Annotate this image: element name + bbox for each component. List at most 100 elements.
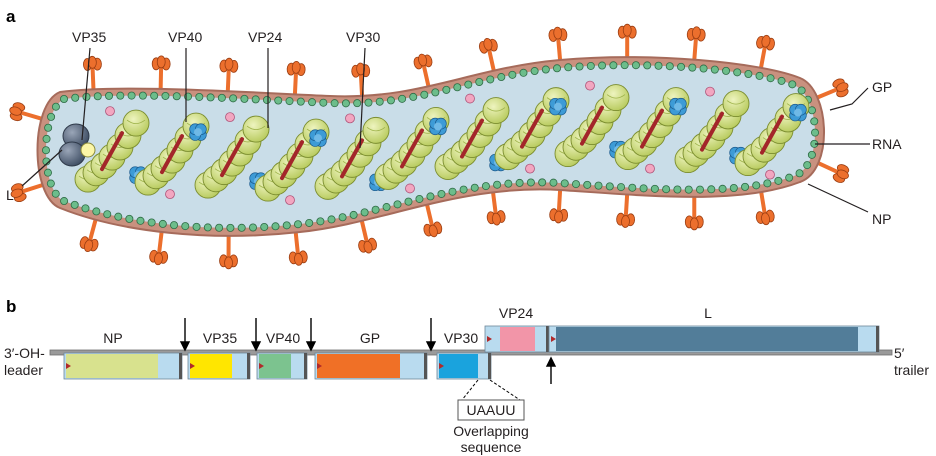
vp40-bead	[431, 88, 440, 97]
vp40-bead	[116, 91, 125, 100]
panel-a-letter: a	[6, 7, 16, 26]
vp30-protein	[549, 97, 567, 116]
rna-strand	[340, 138, 364, 179]
gp-spike	[816, 161, 850, 183]
rna-strand	[760, 114, 784, 155]
vp40-bead	[409, 92, 418, 101]
vp30-protein	[669, 97, 687, 116]
vp40-bead	[710, 65, 719, 74]
vp40-bead	[371, 205, 380, 214]
vp40-bead	[170, 221, 179, 230]
vp40-bead	[81, 204, 90, 213]
vp40-bead	[688, 63, 697, 72]
vp40-bead	[293, 220, 302, 229]
vp40-bead	[583, 180, 592, 189]
vp24-bead	[645, 163, 655, 174]
gp-spike	[151, 55, 171, 91]
intergenic-arrows	[179, 318, 557, 384]
gene-label-l: L	[704, 305, 712, 321]
vp40-bead	[172, 92, 181, 101]
vp40-bead	[60, 197, 69, 206]
vp24-bead	[345, 113, 355, 124]
gp-spike	[286, 60, 306, 97]
vp40-bead	[70, 200, 79, 209]
gp-spike	[486, 190, 506, 226]
gp-spike	[9, 102, 44, 122]
vp40-bead	[662, 185, 671, 194]
vp40-bead	[508, 70, 517, 79]
rna-strand	[460, 118, 484, 159]
vp40-bead	[404, 197, 413, 206]
vp30-protein	[429, 117, 447, 136]
vp40-bead	[206, 93, 215, 102]
gene-label-vp40: VP40	[266, 330, 300, 346]
vp40-bead	[105, 91, 114, 100]
gp-spike	[478, 37, 498, 73]
vp40-bead	[628, 183, 637, 192]
label-gp: GP	[872, 79, 892, 95]
vp40-bead	[46, 179, 55, 188]
vp40-bead	[553, 64, 562, 73]
vp40-bead	[274, 96, 283, 105]
panel-b-letter: b	[6, 297, 16, 316]
leader-line1: 3′-OH-	[4, 345, 45, 361]
gp-spike	[684, 194, 704, 231]
vp40-bead	[138, 91, 147, 100]
vp40-bead	[327, 215, 336, 224]
vp40-bead	[240, 94, 249, 103]
vp40-bead	[643, 61, 652, 70]
vp24-bead	[105, 106, 115, 116]
vp40-bead	[420, 90, 429, 99]
vp40-bead	[393, 200, 402, 209]
gene-vp30	[436, 352, 492, 380]
vp40-bead	[810, 117, 819, 126]
gp-spike	[83, 55, 102, 92]
vp40-bead	[43, 168, 52, 177]
overlap-caption-line1: Overlapping	[453, 423, 529, 439]
gene-gp	[314, 352, 428, 380]
vp40-bead	[338, 213, 347, 222]
vp40-bead	[437, 189, 446, 198]
gene-label-gp: GP	[360, 330, 380, 346]
vp40-bead	[541, 65, 550, 74]
vp40-bead	[766, 74, 775, 83]
label-l: L	[6, 187, 14, 203]
vp40-bead	[305, 218, 314, 227]
vp40-bead	[504, 179, 513, 188]
gp-spike	[617, 23, 637, 60]
vp40-bead	[486, 75, 495, 84]
gene-label-vp35: VP35	[203, 330, 237, 346]
gene-label-np: NP	[103, 330, 122, 346]
vp40-bead	[319, 98, 328, 107]
vp40-bead	[114, 212, 123, 221]
gp-spike	[756, 34, 775, 70]
label-vp30: VP30	[346, 29, 380, 45]
vp24-bead	[525, 163, 535, 174]
vp40-bead	[316, 217, 325, 226]
vp40-bead	[695, 185, 704, 194]
vp24-bead	[465, 93, 475, 104]
overlap-caption-line2: sequence	[461, 439, 522, 455]
vp40-bead	[515, 178, 524, 187]
vp40-bead	[360, 208, 369, 217]
vp40-bead	[631, 61, 640, 70]
vp40-bead	[774, 176, 783, 185]
vp40-bead	[125, 214, 134, 223]
vp40-bead	[442, 85, 451, 94]
vp40-bead	[722, 66, 731, 75]
vp40-bead	[526, 178, 535, 187]
vp40-bead	[609, 61, 618, 70]
vp40-bead	[127, 91, 136, 100]
vp40-bead	[448, 187, 457, 196]
vp40-bead	[617, 183, 626, 192]
vp40-bead	[639, 184, 648, 193]
vp40-bead	[181, 222, 190, 231]
vp30-protein	[789, 103, 807, 122]
np-bead	[242, 115, 270, 143]
gp-spike	[358, 218, 377, 254]
vp24-bead	[225, 112, 235, 122]
vp40-bead	[475, 77, 484, 86]
gene-label-vp24: VP24	[499, 305, 533, 321]
vp40-bead	[192, 222, 201, 231]
vp40-bead	[47, 112, 56, 121]
